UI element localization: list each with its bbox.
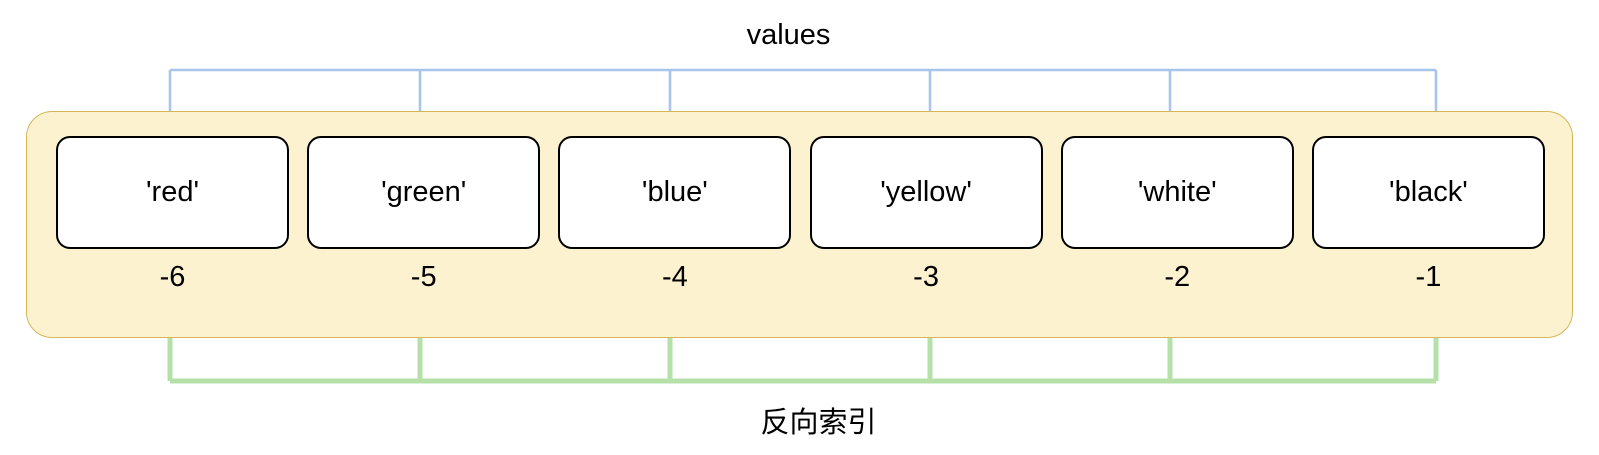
index-slot: -6 (56, 260, 289, 300)
cell-value: 'black' (1389, 176, 1468, 208)
index-slot: -3 (810, 260, 1043, 300)
index-row: -6 -5 -4 -3 -2 -1 (56, 260, 1545, 300)
sequence-container: 'red' 'green' 'blue' 'yellow' 'white' 'b… (26, 111, 1573, 338)
list-item[interactable]: 'black' (1311, 136, 1545, 249)
cell-value: 'white' (1137, 176, 1217, 208)
index-label: -6 (159, 261, 186, 293)
index-slot: -5 (307, 260, 540, 300)
cell-value: 'green' (381, 176, 467, 208)
cell-value: 'blue' (641, 176, 708, 208)
index-label: -5 (410, 261, 437, 293)
list-item[interactable]: 'white' (1060, 136, 1294, 249)
index-label: -3 (913, 261, 939, 293)
list-item[interactable]: 'red' (56, 136, 289, 249)
cells-row: 'red' 'green' 'blue' 'yellow' 'white' 'b… (56, 136, 1545, 249)
index-slot: -4 (558, 260, 791, 300)
list-item[interactable]: 'yellow' (809, 136, 1043, 249)
cell-value: 'yellow' (880, 176, 972, 208)
cell-value: 'red' (146, 176, 199, 208)
index-label: -1 (1415, 261, 1442, 293)
list-item[interactable]: 'green' (307, 136, 541, 249)
index-slot: -1 (1312, 260, 1545, 300)
list-item[interactable]: 'blue' (558, 136, 792, 249)
index-label: -4 (661, 261, 688, 293)
index-slot: -2 (1061, 260, 1294, 300)
index-label: -2 (1164, 261, 1191, 293)
